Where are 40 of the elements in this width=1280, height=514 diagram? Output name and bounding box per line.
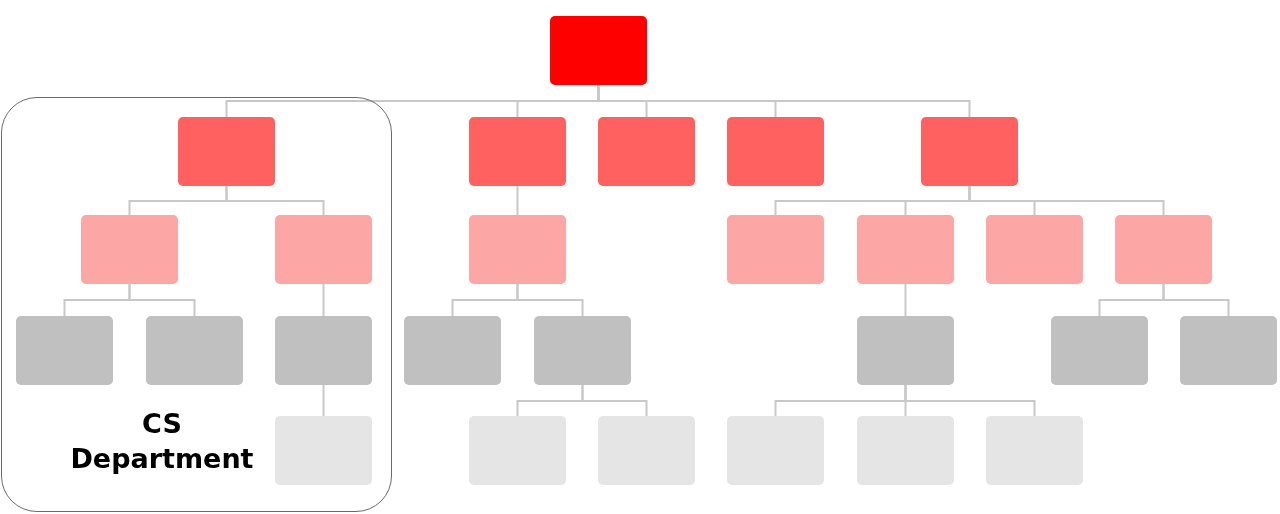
org-chart-box	[274, 214, 372, 284]
connector-line	[128, 283, 196, 317]
org-chart-box	[1051, 316, 1148, 385]
org-chart-box	[727, 416, 824, 485]
connector-line	[516, 283, 584, 317]
org-chart-box	[598, 117, 695, 186]
org-chart-box	[177, 116, 275, 186]
org-chart-box	[469, 416, 566, 485]
org-chart-box	[534, 316, 631, 385]
department-label: CS Department	[69, 407, 255, 477]
org-chart-box	[274, 315, 372, 385]
org-chart-box	[145, 315, 243, 385]
org-chart-box	[921, 117, 1018, 186]
org-chart-box	[550, 16, 647, 85]
org-chart-box	[986, 416, 1083, 485]
org-chart-box	[727, 215, 824, 284]
connector-line	[322, 283, 325, 317]
org-chart-box	[274, 415, 372, 485]
connector-line	[904, 384, 1036, 417]
department-group	[1, 97, 392, 512]
org-chart-box	[727, 117, 824, 186]
org-chart-box	[598, 416, 695, 485]
org-chart-box	[469, 215, 566, 284]
connector-line	[516, 185, 519, 216]
org-chart-box	[80, 214, 178, 284]
org-chart-box	[986, 215, 1083, 284]
connector-line	[968, 185, 1165, 216]
org-chart-box	[404, 316, 501, 385]
org-chart-box	[857, 316, 954, 385]
org-chart-box	[469, 117, 566, 186]
org-chart-box	[857, 416, 954, 485]
connector-line	[225, 185, 325, 216]
connector-line	[1162, 283, 1230, 317]
connector-line	[322, 384, 325, 417]
org-chart-box	[1115, 215, 1212, 284]
org-chart-box	[1180, 316, 1277, 385]
connector-line	[904, 283, 907, 317]
connector-line	[581, 384, 648, 417]
org-chart-box	[857, 215, 954, 284]
org-chart-box	[15, 315, 113, 385]
